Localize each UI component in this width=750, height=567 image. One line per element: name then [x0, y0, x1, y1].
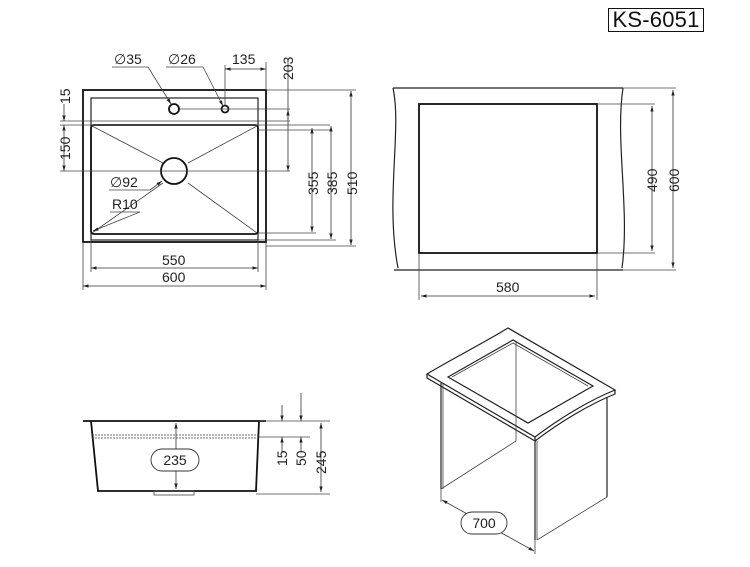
total-height-label: 245	[313, 450, 329, 474]
iso-view: 700	[425, 327, 617, 554]
rim-outline	[90, 97, 259, 241]
cabinet-width-badge	[460, 511, 508, 535]
hole-offset-label: 135	[232, 51, 256, 67]
sink-outline	[82, 89, 267, 243]
side-view: 235 15 50 245	[83, 393, 330, 496]
drain-offset-label: 150	[57, 136, 73, 160]
countertop-depth-label: 600	[666, 168, 682, 192]
hole-small-label: ∅26	[168, 51, 196, 67]
bowl-depth-outer-label: 385	[324, 171, 340, 195]
hole-large-label: ∅35	[114, 51, 142, 67]
drain-outlet	[153, 490, 195, 496]
countertop-left-edge	[392, 87, 399, 269]
cutout-view: 490 600 580	[392, 87, 682, 300]
rim-top-label: 15	[57, 88, 73, 104]
bowl-depth-badge	[150, 448, 200, 472]
model-label: KS-6051	[608, 8, 704, 32]
overall-depth-label: 510	[344, 171, 360, 195]
corner-radius-label: R10	[112, 196, 138, 212]
bowl-depth-label: 235	[163, 452, 187, 468]
cabinet-width-label: 700	[472, 515, 496, 531]
bowl-width-label: 550	[162, 252, 186, 268]
bowl-depth-inner-label: 355	[305, 171, 321, 195]
cutout-rectangle	[418, 103, 598, 254]
rim-thickness-label: 15	[274, 450, 290, 466]
sink-opening	[446, 339, 595, 424]
overall-width-label: 600	[162, 269, 186, 285]
cutout-width-label: 580	[496, 279, 520, 295]
countertop-right-edge	[619, 87, 626, 269]
cutout-depth-label: 490	[644, 168, 660, 192]
faucet-hole-large	[168, 103, 180, 115]
hole-to-drain-label: 203	[280, 56, 296, 80]
overflow-offset-label: 50	[293, 450, 309, 466]
drain-diameter-label: ∅92	[110, 174, 138, 190]
top-view: ∅35 ∅26 135 203 15 150 ∅92 R10 355 385	[57, 51, 360, 290]
